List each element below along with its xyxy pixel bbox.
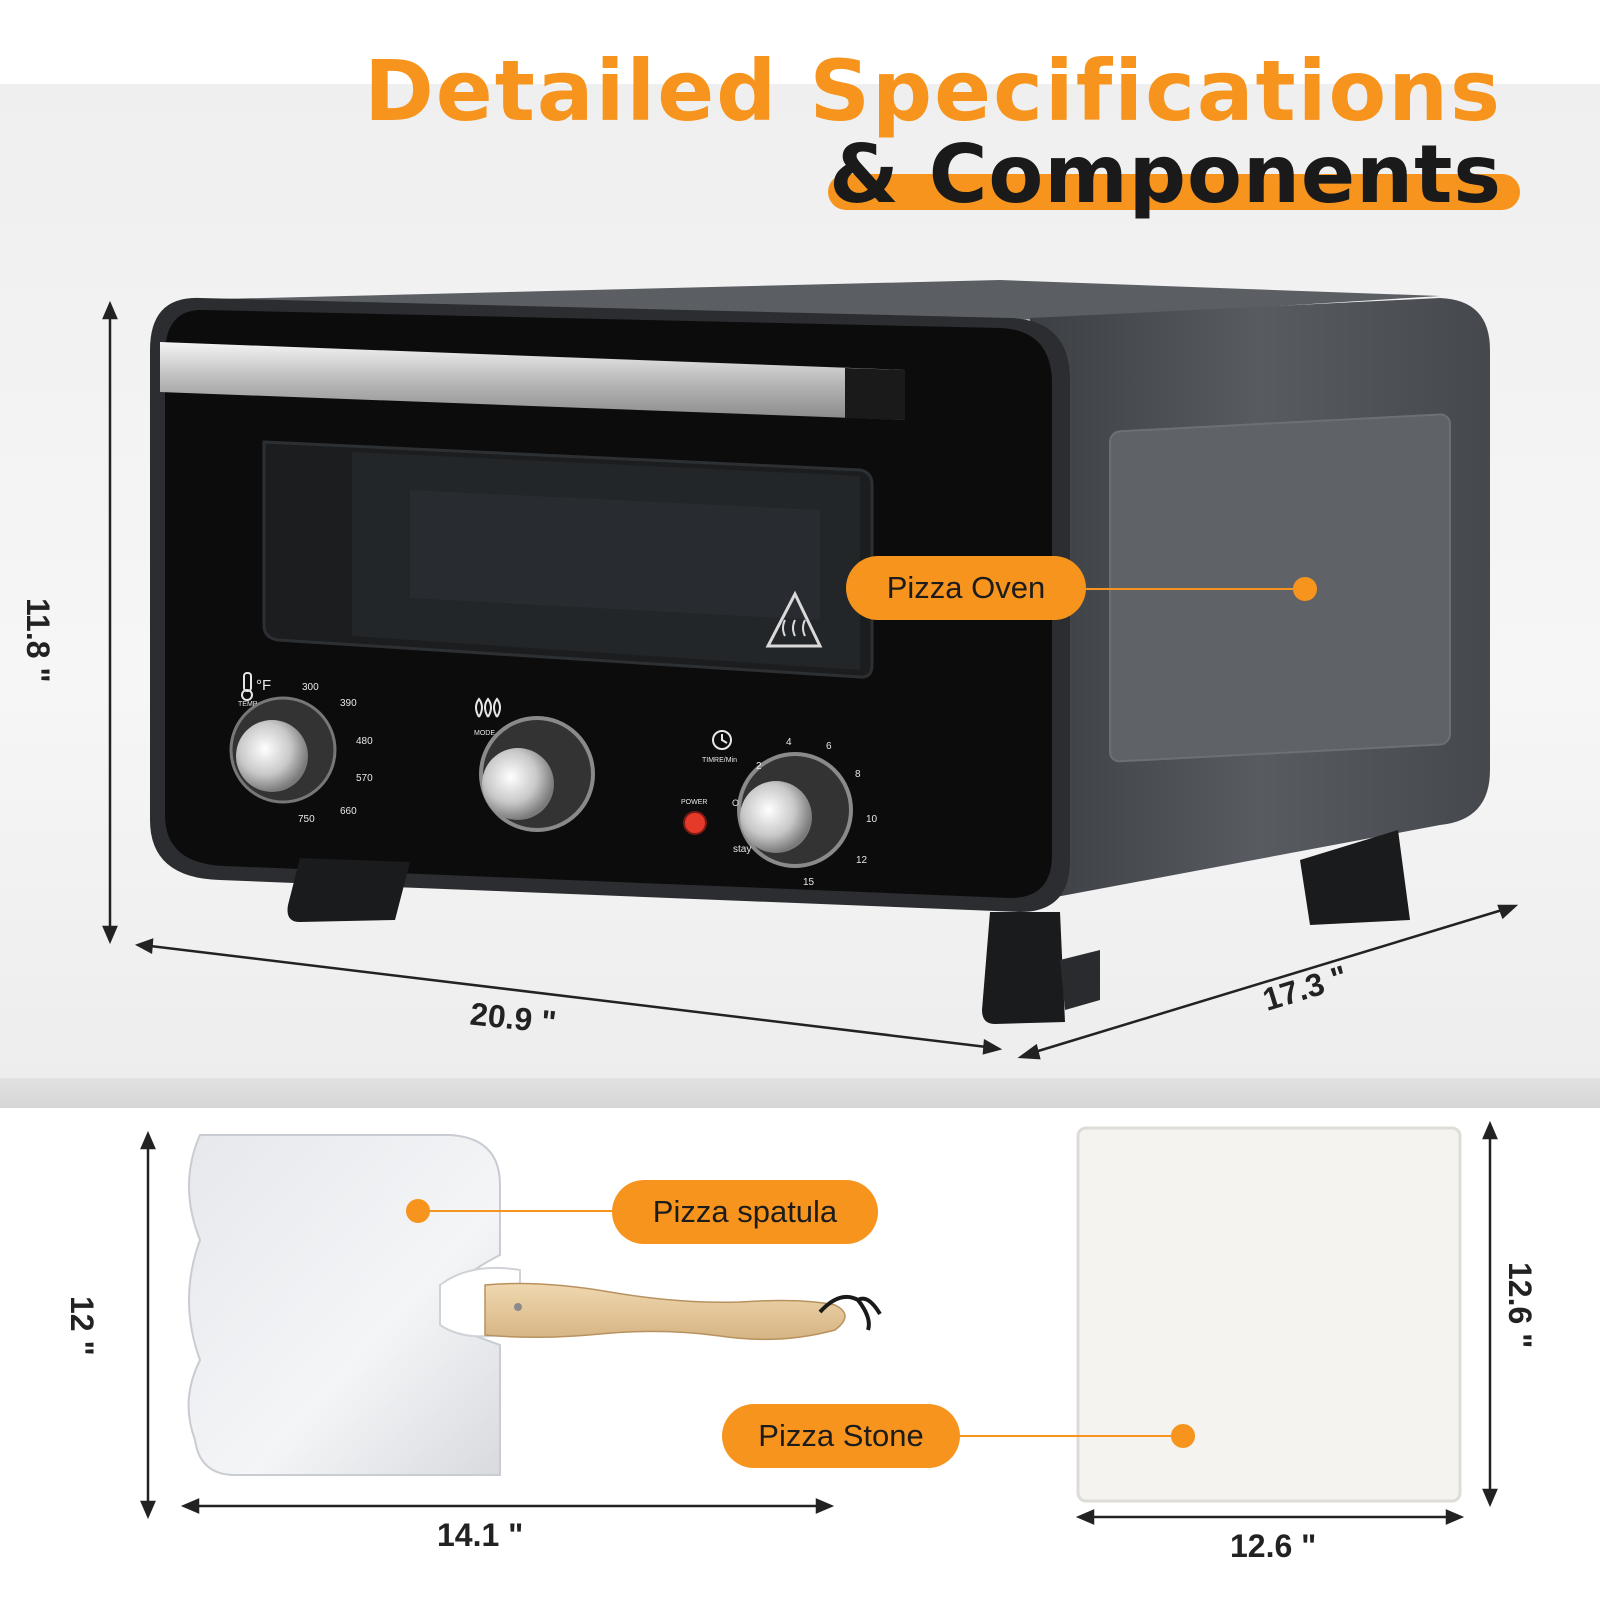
door-handle [160,342,905,420]
power-indicator-light [683,811,707,835]
temp-label: TEMP [238,701,258,708]
callout-pizza-stone: Pizza Stone [722,1404,960,1468]
timer-knob[interactable] [737,752,853,868]
title-underline-bar [828,174,1520,210]
title-line-1: Detailed Specifications [364,42,1502,140]
power-label: POWER [681,799,707,806]
timer-label: TIMRE/Min [702,757,737,764]
oven-foot-right-front [982,912,1065,1024]
oven-depth-arrow [1017,904,1519,1060]
callout-pizza-spatula: Pizza spatula [612,1180,878,1244]
spatula-height-label: 12 " [64,1296,100,1356]
oven-width-arrow [134,938,1003,1055]
timer-tick: 8 [855,769,861,780]
shelf-divider [0,1078,1600,1108]
timer-tick: O [732,798,739,808]
hot-surface-warning-icon [765,590,823,648]
stone-width-arrow [1075,1509,1465,1525]
timer-tick: 4 [786,737,792,748]
spatula-handle [484,1282,846,1341]
pizza-oven [150,280,1490,1024]
flame-mode-icon [475,697,501,718]
oven-control-labels: °F TEMP 300 390 480 570 660 750 MODE POW… [238,677,878,888]
timer-tick: 15 [803,877,815,888]
temp-tick: 300 [302,682,319,693]
oven-foot-right-back [1300,830,1410,925]
temp-tick: 660 [340,806,357,817]
timer-tick: 12 [856,855,868,866]
oven-top [180,280,1440,320]
timer-tick: 10 [866,814,878,825]
oven-side-inset [1109,413,1451,763]
timer-tick: 2 [756,761,762,772]
temp-tick: 390 [340,698,357,709]
temp-tick: 570 [356,773,373,784]
callout-pizza-oven: Pizza Oven [846,556,1086,620]
stone-height-label: 12.6 " [1502,1262,1538,1349]
clock-icon [712,730,732,750]
spatula-width-arrow [180,1498,835,1514]
oven-height-label: 11.8 " [20,598,56,683]
temp-tick: 480 [356,736,373,747]
oven-foot-left [287,858,410,922]
temp-tick: 750 [298,814,315,825]
stone-width-label: 12.6 " [1230,1528,1317,1564]
temp-unit: °F [256,677,271,694]
pizza-stone [1076,1126,1462,1503]
temperature-knob[interactable] [229,696,337,804]
thermometer-icon [241,672,253,701]
spatula-width-label: 14.1 " [437,1517,524,1553]
stone-height-arrow [1482,1120,1498,1508]
callout-leaders [406,577,1317,1448]
spatula-height-arrow [140,1130,156,1520]
title-line-2: & Components [829,128,1502,221]
mode-label: MODE [474,730,495,737]
mode-knob[interactable] [479,716,595,832]
timer-tick: stay [733,844,751,855]
handle-strap [818,1295,882,1331]
oven-height-arrow [102,300,118,945]
timer-tick: 6 [826,741,832,752]
